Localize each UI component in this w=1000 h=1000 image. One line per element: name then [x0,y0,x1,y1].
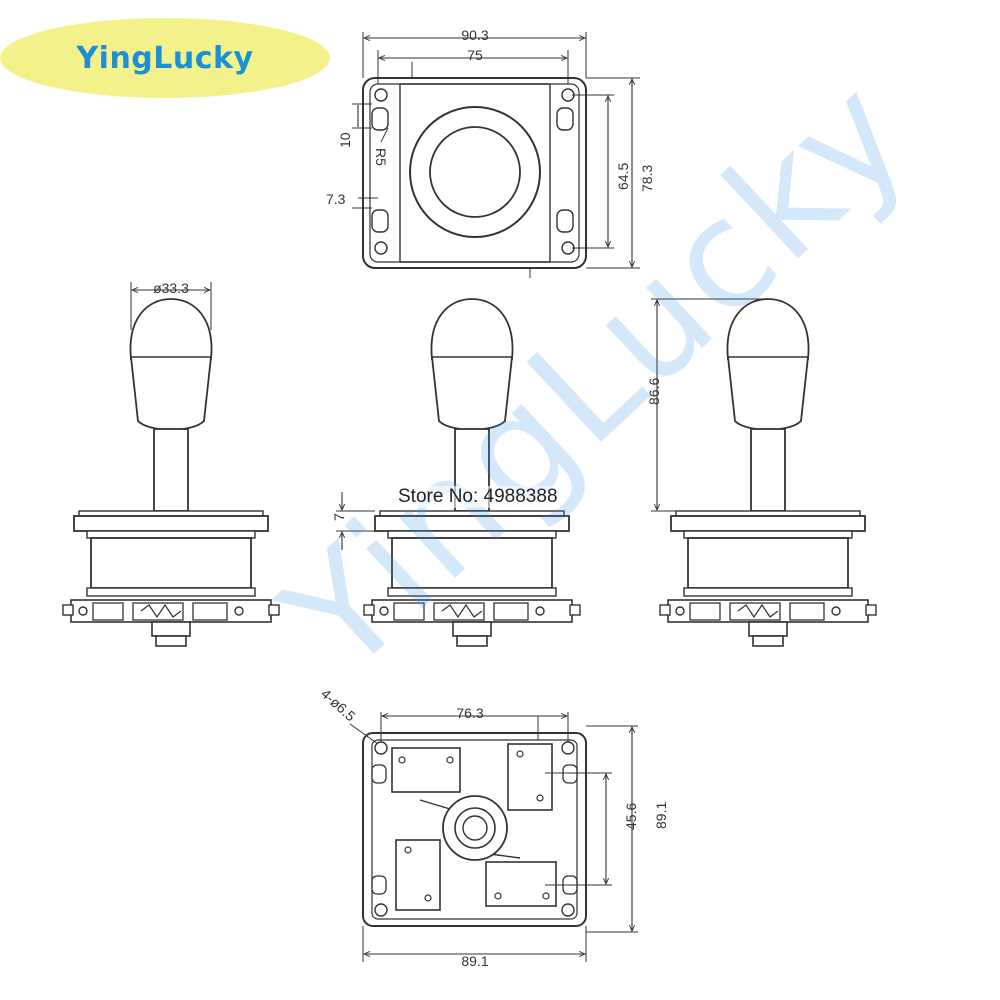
ball-diameter-dimension [130,282,212,330]
dim-top-left-ten: 10 [337,132,353,148]
dim-ball-diameter: ø33.3 [153,280,189,296]
dim-top-width-outer: 90.3 [461,27,488,43]
top-view-drawing [352,32,640,278]
total-height-dimension [651,298,768,512]
plate-thickness-dimension [336,492,375,550]
dim-top-left-offset: 7.3 [326,191,346,207]
brand-badge: YingLucky [0,18,330,98]
dim-total-height: 86.6 [646,378,662,405]
dim-bottom-width: 89.1 [461,953,488,969]
dim-bottom-inner-height: 45.6 [623,803,639,830]
side-view-center [363,298,581,647]
side-view-left [62,298,280,647]
bottom-view-drawing [349,712,638,962]
dim-top-radius: R5 [373,148,389,166]
dim-plate-thickness: 7 [331,513,347,521]
dim-top-height-inner: 64.5 [615,163,631,190]
dim-top-height-outer: 78.3 [639,165,655,192]
dim-top-width-inner: 75 [467,47,483,63]
dim-bottom-outer-height: 89.1 [653,802,669,829]
dim-bottom-hole-spacing: 76.3 [456,705,483,721]
side-view-right [659,298,877,647]
brand-logo-text: YingLucky [76,40,254,76]
dim-bottom-hole-spec: 4-ø6.5 [318,685,359,724]
store-number-label: Store No: 4988388 [396,486,560,508]
